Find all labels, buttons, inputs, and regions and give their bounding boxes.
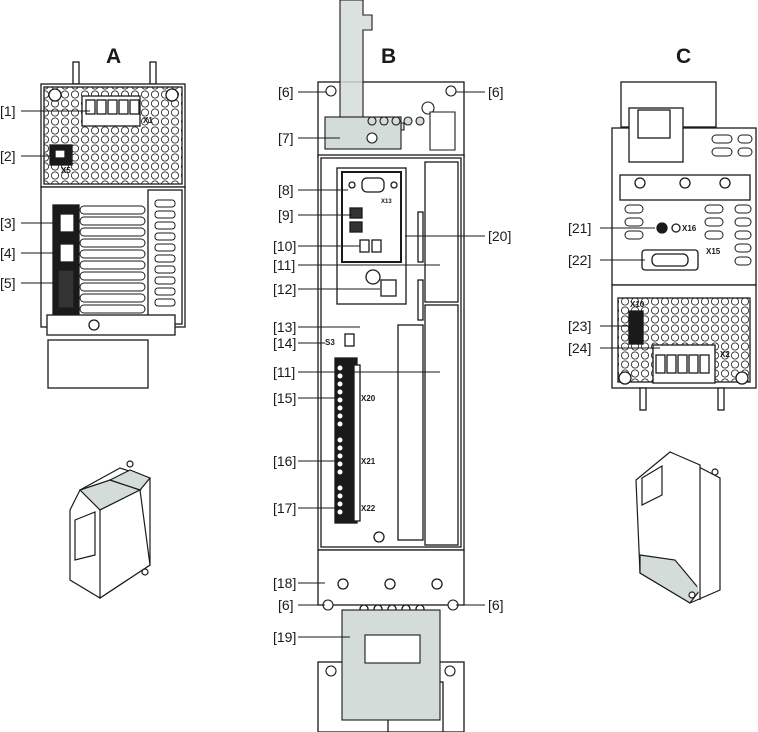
callout-17: [17] [273,500,297,516]
view-title-a: A [106,45,122,68]
callout-2: [2] [0,148,16,164]
connector-x20: X20 [361,394,376,403]
callout-11-lower: [11] [273,364,296,380]
callout-24: [24] [568,340,592,356]
view-b-shield-bottom [322,599,459,721]
callout-8: [8] [278,182,294,198]
view-a-bottom [40,186,186,389]
callout-11-upper: [11] [273,257,296,273]
view-c-device [611,81,757,411]
callout-21: [21] [568,220,592,236]
view-a-iso [69,460,151,600]
view-title-c: C [676,45,692,68]
callout-7: [7] [278,130,294,146]
connector-x1: X1 [143,116,153,125]
callout-20: [20] [488,228,512,244]
callout-18: [18] [273,575,297,591]
callout-6-bottom-left: [6] [278,597,294,613]
leader-lines [21,91,660,638]
connector-x15: X15 [706,247,721,256]
view-a-top [40,61,186,188]
callout-22: [22] [568,252,592,268]
callout-4: [4] [0,245,16,261]
callout-9: [9] [278,207,294,223]
view-c-iso [635,451,721,604]
view-title-b: B [381,45,397,68]
connector-x16: X16 [682,224,697,233]
callout-6-top-right: [6] [488,84,504,100]
callout-13: [13] [273,319,297,335]
switch-s3: S3 [325,338,335,347]
connector-x5: X5 [61,166,71,175]
callout-3: [3] [0,215,16,231]
callout-10: [10] [273,238,297,254]
callout-16: [16] [273,453,297,469]
callout-15: [15] [273,390,297,406]
connector-x2: X2 [720,350,730,359]
callout-1: [1] [0,103,16,119]
connector-x10: X10 [630,300,645,309]
view-b-shield-top [324,0,457,151]
connector-x13: X13 [381,199,392,205]
callout-23: [23] [568,318,592,334]
connector-x21: X21 [361,457,376,466]
callout-6-top-left: [6] [278,84,294,100]
callout-6-bottom-right: [6] [488,597,504,613]
connector-x22: X22 [361,504,376,513]
callout-14: [14] [273,335,297,351]
callout-19: [19] [273,629,297,645]
callout-5: [5] [0,275,16,291]
callout-12: [12] [273,281,297,297]
